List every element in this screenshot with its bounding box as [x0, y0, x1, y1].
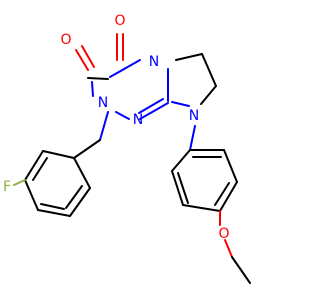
- imidazoline-ring-bonds: [171, 53, 217, 107]
- molecule-structure-diagram: O O N N N N O F: [0, 0, 300, 300]
- bond-p1-p2: [171, 149, 191, 172]
- atom-label-n-aryl: N: [189, 108, 199, 124]
- bond-n2-ch2: [99, 111, 109, 141]
- bond-p5-p6: [223, 149, 238, 183]
- bond-p3-p4: [182, 204, 221, 212]
- triazine-ring-bonds: [87, 59, 169, 120]
- bond-p4-p5: [219, 181, 238, 212]
- bond-n1-n2: [115, 111, 130, 120]
- bond-c8a-n1-double: [138, 98, 164, 114]
- bond-ar2-ar3: [24, 150, 44, 181]
- bond-c3-o-double-a: [75, 49, 89, 71]
- bond-c6-c7: [201, 53, 217, 87]
- bond-ar3-ar4: [24, 179, 39, 211]
- bond-ar5-ar6: [69, 187, 91, 217]
- bond-ar4-ar5: [37, 209, 71, 217]
- bond-ch2-aryl: [73, 139, 101, 159]
- bond-c8a-n8: [171, 101, 190, 107]
- bond-ch2-ch3: [231, 256, 251, 284]
- bond-c7-n8: [200, 85, 217, 105]
- bond-c3-o-double-b: [81, 45, 95, 68]
- atom-label-n-fused-top: N: [149, 54, 159, 70]
- atom-label-n-benzyl: N: [98, 95, 108, 111]
- diagram-background: [0, 0, 300, 300]
- atom-label-o-ethoxy: O: [218, 226, 229, 242]
- bond-c3-c4: [87, 77, 109, 80]
- fluorobenzyl-bonds: [13, 111, 109, 217]
- bond-p2-p3: [171, 170, 184, 206]
- bond-c8a-n1: [139, 102, 169, 120]
- bond-n5-c6: [175, 53, 203, 61]
- bond-aryl-f: [13, 179, 26, 186]
- bond-p4-p5-double: [214, 182, 230, 206]
- atom-label-n-bottom: N: [133, 112, 143, 128]
- bond-o-ch2: [224, 239, 233, 258]
- atom-labels: O O N N N N O F: [3, 13, 230, 242]
- atom-label-f: F: [3, 179, 11, 195]
- bond-ar5-ar6-double: [65, 185, 83, 209]
- bond-c4-n5: [109, 59, 141, 78]
- bond-ar4-ar5-double: [40, 203, 65, 210]
- ethoxyphenyl-bonds: [171, 125, 251, 284]
- bond-n2-c3: [91, 81, 94, 97]
- bond-p2-p3-double: [177, 172, 189, 204]
- bond-ar6-ar1: [73, 157, 91, 189]
- atom-label-o-carbonyl-left: O: [60, 32, 71, 48]
- atom-label-o-carbonyl-top: O: [114, 13, 125, 29]
- bond-n8-aryl: [189, 125, 196, 151]
- carbonyl-bonds: [75, 33, 124, 71]
- bond-ar2-ar3-double: [32, 157, 48, 181]
- bond-ar1-ar2: [42, 150, 75, 159]
